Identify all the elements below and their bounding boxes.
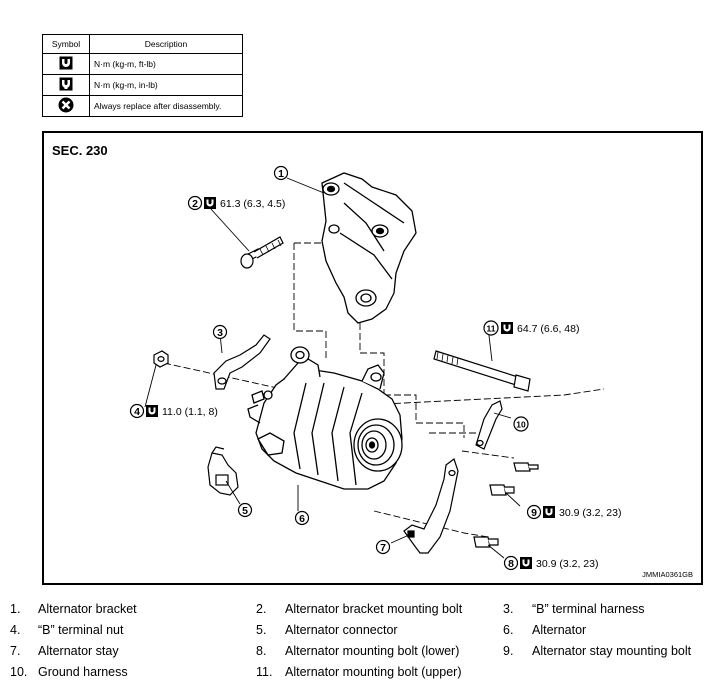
callout-4: 4 xyxy=(129,403,145,419)
callout-number: 5 xyxy=(242,505,248,517)
figure-code: JMMIA0361GB xyxy=(642,570,693,579)
callout-3: 3 xyxy=(212,324,228,340)
callout-11: 11 xyxy=(483,320,499,336)
legend-label: “B” terminal harness xyxy=(532,602,645,616)
mounting-bolt-lower xyxy=(473,536,499,548)
exploded-diagram: SEC. 230 xyxy=(42,131,703,585)
legend-number: 7. xyxy=(10,644,21,658)
bracket-mounting-bolt xyxy=(240,236,284,269)
callout-8: 8 xyxy=(503,555,519,571)
callout-1: 1 xyxy=(273,165,289,181)
legend-label: Alternator mounting bolt (upper) xyxy=(285,665,462,679)
description-cell: N·m (kg-m, in-lb) xyxy=(89,74,243,96)
alternator-stay xyxy=(403,458,459,554)
ground-harness xyxy=(475,400,539,472)
description-header: Description xyxy=(89,34,243,54)
callout-number: 11 xyxy=(487,324,496,334)
torque-icon xyxy=(204,197,216,209)
legend-label: Ground harness xyxy=(38,665,128,679)
legend-label: Alternator bracket xyxy=(38,602,137,616)
torque-value: 11.0 (1.1, 8) xyxy=(162,406,218,418)
callout-9: 9 xyxy=(526,504,542,520)
section-label: SEC. 230 xyxy=(52,143,108,158)
torque-icon xyxy=(520,557,532,569)
legend-number: 11. xyxy=(256,665,273,679)
torque-icon xyxy=(501,322,513,334)
legend-label: “B” terminal nut xyxy=(38,623,124,637)
callout-number: 2 xyxy=(192,198,198,210)
torque-value: 30.9 (3.2, 23) xyxy=(536,558,598,570)
replace-icon xyxy=(58,97,74,113)
legend-number: 6. xyxy=(503,623,514,637)
alternator-connector xyxy=(207,446,239,496)
callout-7: 7 xyxy=(375,539,391,555)
torque-in-lb-icon xyxy=(59,77,73,91)
torque-value: 64.7 (6.6, 48) xyxy=(517,323,579,335)
legend-number: 8. xyxy=(256,644,267,658)
legend-number: 5. xyxy=(256,623,267,637)
legend-number: 4. xyxy=(10,623,21,637)
callout-number: 7 xyxy=(380,542,386,554)
torque-value: 61.3 (6.3, 4.5) xyxy=(220,198,285,210)
symbol-cell xyxy=(42,95,90,117)
legend-label: Alternator connector xyxy=(285,623,398,637)
callouts: 1 2 3 4 5 6 7 8 9 10 11 xyxy=(129,165,542,571)
torque-value: 30.9 (3.2, 23) xyxy=(559,507,621,519)
leader-lines xyxy=(144,177,521,559)
symbol-cell xyxy=(42,74,90,96)
callout-number: 6 xyxy=(299,513,305,525)
b-terminal-harness xyxy=(213,334,271,390)
callout-number: 10 xyxy=(516,420,526,430)
symbol-cell xyxy=(42,53,90,75)
stay-mounting-bolt xyxy=(489,484,515,496)
diagram-drawing: 1 2 3 4 5 6 7 8 9 10 11 61.3 (6.3, 4.5) … xyxy=(129,165,621,571)
callout-2: 2 xyxy=(187,195,203,211)
torque-ft-lb-icon xyxy=(59,56,73,70)
description-cell: N·m (kg-m, ft-lb) xyxy=(89,53,243,75)
torque-icon xyxy=(543,506,555,518)
legend-label: Alternator mounting bolt (lower) xyxy=(285,644,460,658)
legend-label: Alternator stay xyxy=(38,644,119,658)
legend-number: 1. xyxy=(10,602,21,616)
symbol-header: Symbol xyxy=(42,34,90,54)
mounting-bolt-upper xyxy=(433,350,531,392)
callout-6: 6 xyxy=(294,510,310,526)
callout-5: 5 xyxy=(237,502,253,518)
callout-number: 3 xyxy=(217,327,223,339)
callout-number: 4 xyxy=(134,406,140,418)
description-cell: Always replace after disassembly. xyxy=(89,95,243,117)
legend-label: Alternator bracket mounting bolt xyxy=(285,602,463,616)
legend-label: Alternator stay mounting bolt xyxy=(532,644,692,658)
callout-10: 10 xyxy=(513,416,529,432)
legend-label: Alternator xyxy=(532,623,587,637)
alternator-bracket xyxy=(321,172,417,324)
legend-number: 3. xyxy=(503,602,514,616)
symbol-table: Symbol Description N·m (kg-m, ft-lb) N·m… xyxy=(42,34,243,117)
legend-number: 10. xyxy=(10,665,28,679)
alternator xyxy=(247,346,403,490)
callout-number: 9 xyxy=(531,507,537,519)
legend-number: 2. xyxy=(256,602,267,616)
torque-icon xyxy=(146,405,158,417)
callout-number: 1 xyxy=(278,168,284,180)
callout-number: 8 xyxy=(508,558,514,570)
b-terminal-nut xyxy=(153,350,169,368)
legend-number: 9. xyxy=(503,644,514,658)
torque-specs: 61.3 (6.3, 4.5) 11.0 (1.1, 8) 30.9 (3.2,… xyxy=(146,197,621,570)
